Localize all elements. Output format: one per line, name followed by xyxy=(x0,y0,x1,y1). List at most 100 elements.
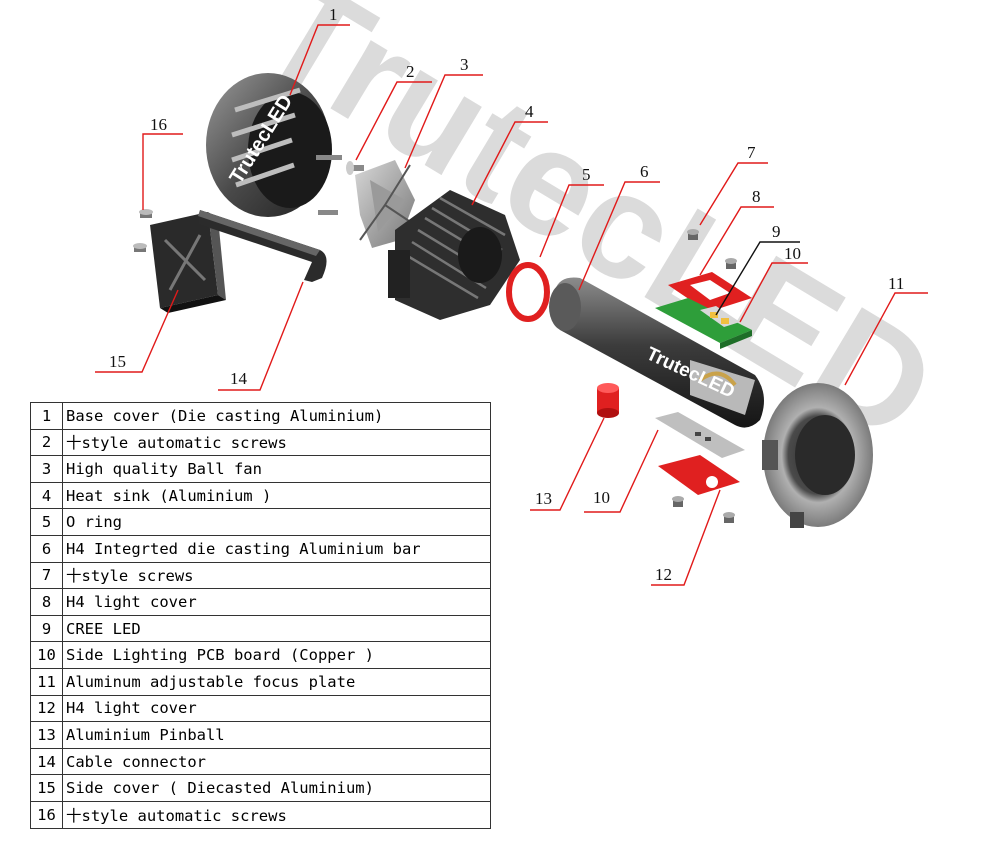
part-number-cell: 14 xyxy=(30,747,63,776)
part-number-cell: 9 xyxy=(30,614,63,643)
part-8-light-cover xyxy=(668,272,752,312)
callout-4: 4 xyxy=(525,102,534,121)
leader-7 xyxy=(699,162,768,226)
part-10-pcb-board xyxy=(655,298,752,349)
part-15-side-cover xyxy=(150,212,226,313)
part-14-cable-connector xyxy=(198,210,327,282)
part-number-cell: 13 xyxy=(30,721,63,749)
part-description-cell: Base cover (Die casting Aluminium) xyxy=(62,402,491,430)
leader-16 xyxy=(142,133,183,210)
part-7-screw xyxy=(687,229,699,240)
part-description-cell: High quality Ball fan xyxy=(62,455,491,483)
leader-10a xyxy=(739,262,808,323)
leader-lines xyxy=(95,24,928,586)
part-number-cell: 1 xyxy=(30,402,63,430)
leader-4 xyxy=(471,121,548,206)
part-3-ball-fan xyxy=(355,160,416,248)
callout-14: 14 xyxy=(230,369,248,388)
part-number-cell: 7 xyxy=(30,561,63,590)
part-number-cell: 8 xyxy=(30,588,63,616)
part-12-light-cover xyxy=(658,455,740,495)
part-description-cell: H4 light cover xyxy=(62,588,491,616)
part-description-cell: H4 light cover xyxy=(62,694,491,723)
part-number-cell: 10 xyxy=(30,641,63,669)
leader-12 xyxy=(651,489,721,586)
part-description-cell: 十style automatic screws xyxy=(62,428,491,457)
callout-7: 7 xyxy=(747,143,756,162)
leader-2 xyxy=(355,81,432,161)
part-11-focus-plate xyxy=(762,383,873,528)
part-10-pcb-plate xyxy=(655,412,745,458)
callout-6: 6 xyxy=(640,162,649,181)
part-6-aluminium-bar: TrutecLED xyxy=(549,277,764,428)
part-description-cell: 十style screws xyxy=(62,561,491,590)
part-number-cell: 5 xyxy=(30,508,63,536)
leader-11 xyxy=(844,292,928,386)
part-9-cree-led xyxy=(710,312,729,324)
part-13-aluminium-pinball xyxy=(597,383,619,418)
part-number-cell: 15 xyxy=(30,774,63,802)
leader-3 xyxy=(404,74,483,169)
part-number-cell: 3 xyxy=(30,455,63,483)
callout-12: 12 xyxy=(655,565,672,584)
part-number-cell: 11 xyxy=(30,667,63,696)
leader-14 xyxy=(218,281,304,391)
part-description-cell: Side cover ( Diecasted Aluminium) xyxy=(62,774,491,802)
part-number-cell: 12 xyxy=(30,694,63,723)
leader-8 xyxy=(699,206,774,276)
leader-1 xyxy=(289,24,350,96)
part-8-screw xyxy=(725,258,737,269)
leader-13 xyxy=(530,417,605,511)
callout-16: 16 xyxy=(150,115,167,134)
part-description-cell: O ring xyxy=(62,508,491,536)
callout-13: 13 xyxy=(535,489,552,508)
leader-6 xyxy=(578,181,660,291)
part-description-cell: Aluminum adjustable focus plate xyxy=(62,667,491,696)
part-description-cell: Aluminium Pinball xyxy=(62,721,491,749)
callout-3: 3 xyxy=(460,55,469,74)
callout-1: 1 xyxy=(329,5,338,24)
part-description-cell: H4 Integrted die casting Aluminium bar xyxy=(62,534,491,563)
callout-8: 8 xyxy=(752,187,761,206)
part-12-screws xyxy=(672,496,735,523)
callout-10b: 10 xyxy=(593,488,610,507)
callout-9: 9 xyxy=(772,222,781,241)
part-description-cell: Cable connector xyxy=(62,747,491,776)
part-number-cell: 16 xyxy=(30,800,63,829)
leader-10b xyxy=(584,429,659,513)
part-number-cell: 2 xyxy=(30,428,63,457)
callout-2: 2 xyxy=(406,62,415,81)
leader-9 xyxy=(715,241,800,316)
leader-5 xyxy=(539,184,604,258)
callout-5: 5 xyxy=(582,165,591,184)
part-2-screw xyxy=(346,161,364,175)
part-number-cell: 4 xyxy=(30,481,63,510)
part-16-screws xyxy=(133,209,153,252)
part-number-cell: 6 xyxy=(30,534,63,563)
part-description-cell: 十style automatic screws xyxy=(62,800,491,829)
part-description-cell: Heat sink (Aluminium ) xyxy=(62,481,491,510)
callout-numbers: 1 2 3 4 5 6 7 8 9 10 10 11 12 13 14 15 1… xyxy=(109,5,904,584)
part-description-cell: CREE LED xyxy=(62,614,491,643)
callout-11: 11 xyxy=(888,274,904,293)
part-4-heat-sink xyxy=(388,190,520,320)
callout-10a: 10 xyxy=(784,244,801,263)
